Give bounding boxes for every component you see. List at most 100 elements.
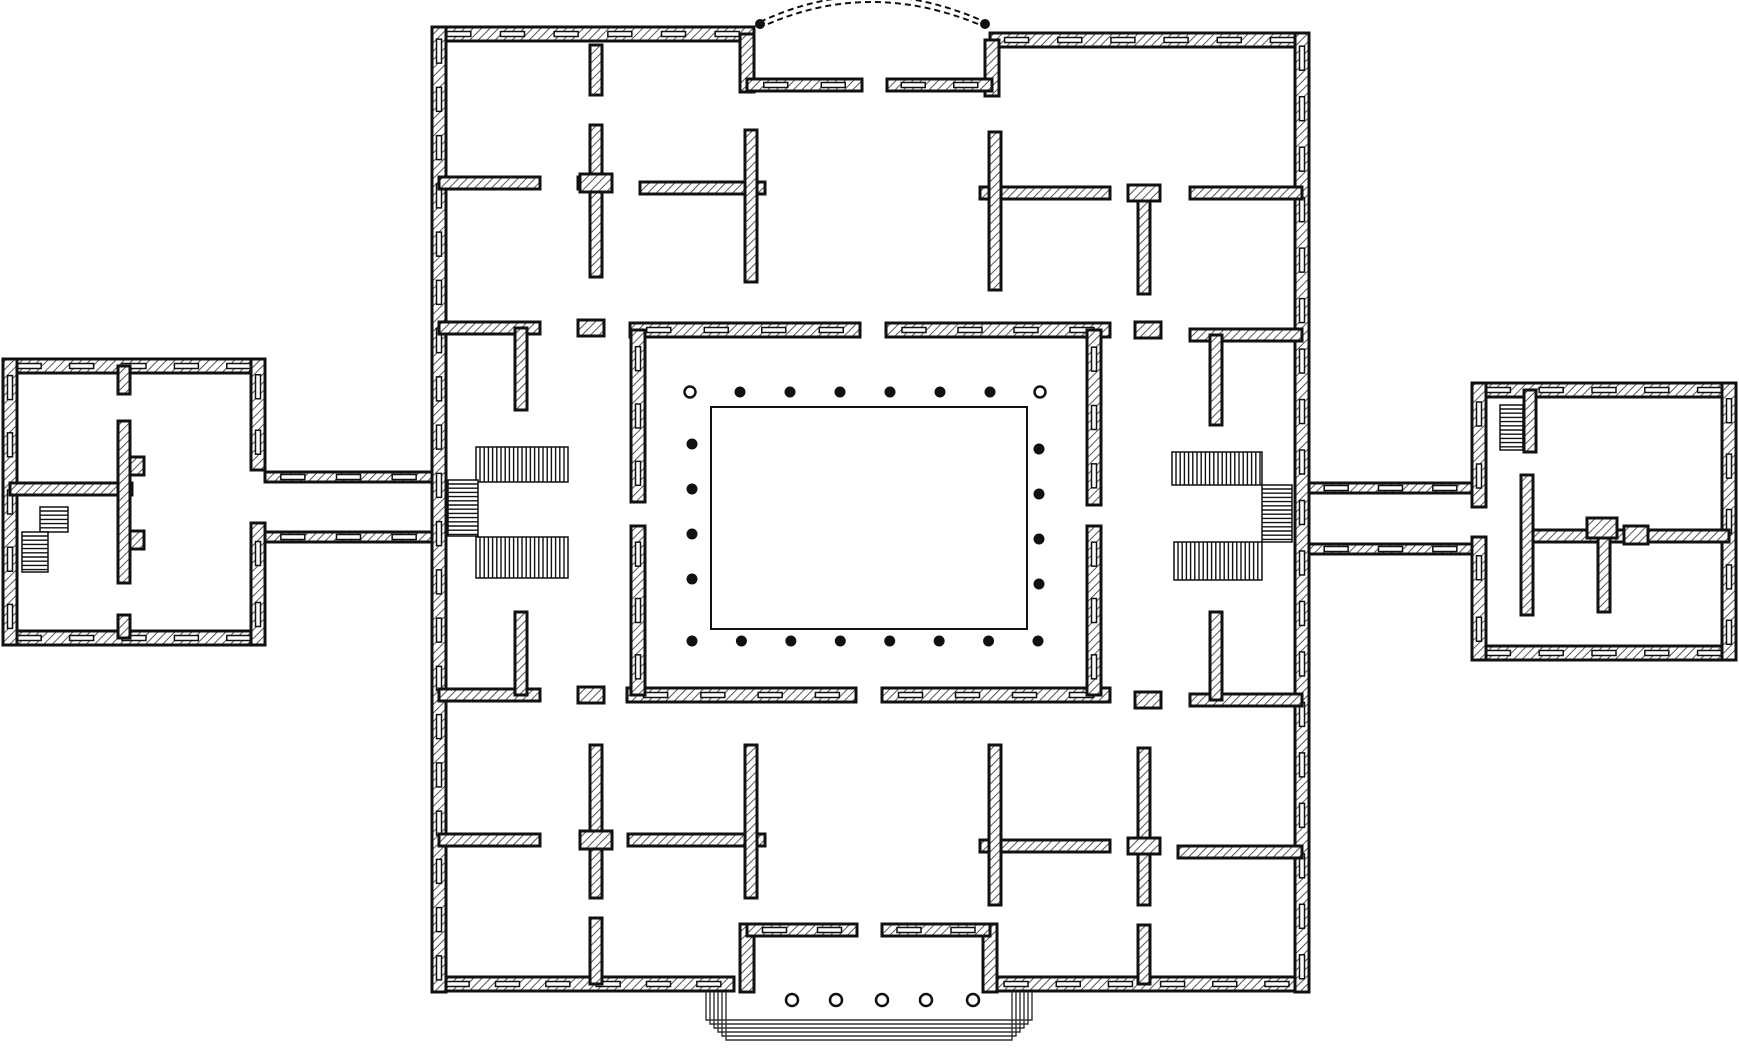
window-slot — [1003, 36, 1030, 44]
window-slot — [1591, 649, 1617, 657]
window-slot — [763, 81, 789, 89]
window-slot — [645, 980, 672, 988]
window-slot — [1298, 651, 1306, 677]
window-slot — [1696, 649, 1723, 657]
window-slot — [1057, 36, 1083, 44]
window-slot — [226, 362, 252, 370]
window-slot — [499, 30, 526, 38]
west-wing-partition — [116, 364, 132, 396]
window-slot — [1163, 36, 1189, 44]
west-wing-partition — [116, 613, 132, 640]
window-slot — [435, 86, 443, 113]
wall-pier — [578, 829, 614, 851]
window-slot — [6, 374, 14, 401]
window-slot — [1538, 649, 1564, 657]
corridors — [263, 470, 1474, 556]
wall-pier — [128, 529, 146, 551]
window-slot — [435, 713, 443, 740]
window-slot — [446, 30, 472, 38]
window-slot — [1090, 654, 1098, 680]
window-slot — [494, 980, 521, 988]
window-slot — [435, 858, 443, 885]
window-slot — [954, 691, 981, 699]
portico-step — [725, 992, 1013, 1041]
window-slot — [1090, 597, 1098, 624]
room-partition — [978, 838, 1112, 854]
window-slot — [1377, 484, 1404, 492]
room-partition — [743, 128, 759, 284]
window-slot — [1323, 545, 1349, 553]
courtyard-column — [785, 635, 797, 647]
south-portico — [705, 922, 1033, 1041]
window-slot — [1216, 36, 1242, 44]
window-slot — [634, 654, 642, 680]
window-slot — [435, 617, 443, 643]
courtyard-column — [1033, 533, 1045, 545]
window-slot — [814, 691, 841, 699]
side-room-wall — [513, 326, 529, 412]
window-slot — [391, 473, 417, 481]
window-slot — [607, 30, 633, 38]
window-slot — [545, 980, 571, 988]
window-slot — [68, 634, 95, 642]
main-south-wall-west — [430, 975, 736, 993]
courtyard-column — [834, 386, 846, 398]
courtyard-column — [686, 573, 698, 585]
window-slot — [435, 762, 443, 788]
courtyard-column — [686, 483, 698, 495]
courtyard-column — [686, 528, 698, 540]
window-slot — [1212, 980, 1238, 988]
portico-column — [874, 992, 890, 1008]
window-slot — [1298, 196, 1306, 223]
window-slot — [1475, 555, 1483, 581]
window-slot — [1090, 404, 1098, 431]
courtyard-column — [884, 386, 896, 398]
room-partition — [588, 916, 604, 986]
window-slot — [553, 30, 579, 38]
window-slot — [1432, 545, 1458, 553]
window-slot — [1090, 346, 1098, 372]
window-slot — [1475, 463, 1483, 489]
window-slot — [280, 533, 306, 541]
window-slot — [444, 980, 470, 988]
window-slot — [1013, 326, 1039, 334]
wall-pier — [1622, 524, 1650, 546]
window-slot — [761, 926, 788, 934]
room-partition — [588, 123, 604, 279]
window-slot — [226, 634, 252, 642]
east-wing-west-wall — [1470, 535, 1488, 662]
window-slot — [816, 926, 843, 934]
window-slot — [1377, 545, 1404, 553]
room-partition — [1136, 923, 1152, 986]
window-slot — [761, 326, 787, 334]
staircase — [1173, 541, 1263, 581]
window-slot — [634, 541, 642, 567]
window-slot — [950, 926, 976, 934]
window-slot — [634, 597, 642, 624]
window-slot — [254, 540, 262, 567]
window-slot — [1725, 619, 1733, 646]
wall-pier — [1126, 836, 1162, 856]
window-slot — [1725, 397, 1733, 424]
wall-pier — [578, 172, 614, 194]
window-slot — [901, 326, 927, 334]
room-partition — [978, 185, 1112, 201]
portico-step — [713, 992, 1025, 1029]
central-courtyard — [625, 321, 1112, 704]
window-slot — [1298, 449, 1306, 475]
wall-pier — [576, 318, 606, 338]
window-slot — [435, 810, 443, 836]
room-partition — [437, 832, 542, 848]
west-wing — [1, 357, 267, 647]
window-slot — [634, 403, 642, 429]
entrance-column — [980, 19, 990, 29]
side-room-wall — [1208, 610, 1224, 702]
main-north-wall-east — [988, 31, 1311, 49]
window-slot — [1644, 386, 1670, 394]
window-slot — [757, 691, 783, 699]
window-slot — [1725, 564, 1733, 590]
window-slot — [1432, 484, 1458, 492]
west-wing-east-wall — [249, 357, 267, 472]
window-slot — [646, 326, 672, 334]
